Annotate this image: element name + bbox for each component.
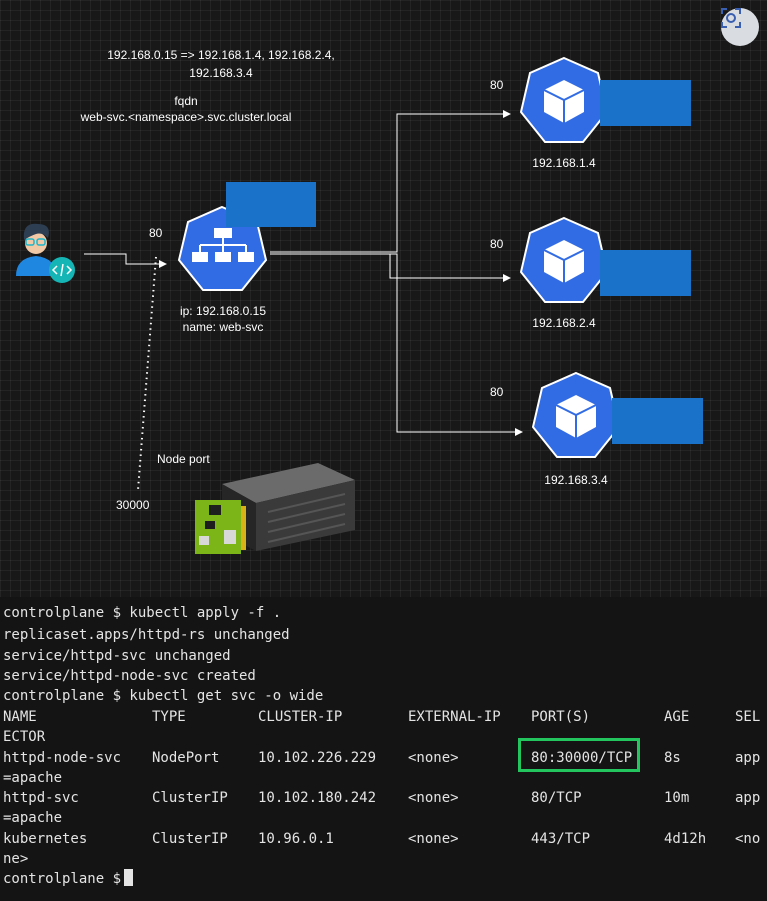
pod-label-box: [612, 398, 703, 444]
architecture-diagram: 192.168.0.15 => 192.168.1.4, 192.168.2.4…: [0, 0, 767, 597]
col-header-type: TYPE: [152, 709, 186, 725]
row-name: kubernetes: [3, 831, 88, 847]
col-header-wrap: ECTOR: [3, 729, 46, 745]
col-header-cluster-ip: CLUSTER-IP: [258, 709, 343, 725]
row-selector: app: [735, 750, 761, 766]
node-port-dotted-link: [137, 256, 157, 491]
row-selector: app: [735, 790, 761, 806]
col-header-external-ip: EXTERNAL-IP: [408, 709, 501, 725]
row-selector: <no: [735, 831, 761, 847]
network-card-icon: [195, 500, 246, 554]
col-header-ports: PORT(S): [531, 709, 591, 725]
pod-label-box: [600, 250, 691, 296]
col-header-age: AGE: [664, 709, 690, 725]
pod-icon: [519, 56, 609, 143]
connector-layer: [16, 56, 703, 554]
row-age: 8s: [664, 750, 681, 766]
row-name: httpd-svc: [3, 790, 79, 806]
terminal-line: controlplane $ kubectl get svc -o wide: [3, 688, 324, 704]
node-port-value: 30000: [116, 498, 150, 512]
row-age: 4d12h: [664, 831, 707, 847]
service-port-label: 80: [149, 226, 163, 240]
pod-icon: [531, 371, 621, 458]
row-external-ip: <none>: [408, 750, 459, 766]
terminal-prompt-line[interactable]: controlplane $: [3, 869, 134, 889]
service-name-label: name: web-svc: [182, 320, 264, 334]
node-port-label: Node port: [157, 452, 210, 466]
col-header-name: NAME: [3, 709, 37, 725]
row-type: ClusterIP: [152, 790, 228, 806]
terminal-line: replicaset.apps/httpd-rs unchanged: [3, 627, 290, 643]
pod-icon: [519, 216, 609, 303]
service-to-pod2-arrow: [270, 253, 511, 282]
visual-search-button[interactable]: [721, 8, 759, 46]
pod3-ip-label: 192.168.3.4: [544, 473, 608, 487]
row-external-ip: <none>: [408, 790, 459, 806]
dns-mapping-line2: 192.168.3.4: [189, 66, 253, 80]
pod2-port-label: 80: [490, 237, 504, 251]
row-selector-wrap: =apache: [3, 770, 63, 786]
row-external-ip: <none>: [408, 831, 459, 847]
service-to-pod3-arrow: [390, 253, 523, 436]
terminal-cursor: [124, 869, 134, 886]
row-ports: 443/TCP: [531, 831, 591, 847]
service-to-pod1-arrow: [270, 110, 511, 253]
fqdn-value: web-svc.<namespace>.svc.cluster.local: [80, 110, 292, 124]
col-header-selector: SEL: [735, 709, 761, 725]
terminal-line: service/httpd-node-svc created: [3, 668, 256, 684]
terminal-output: controlplane $ kubectl apply -f . replic…: [0, 597, 767, 901]
fqdn-label: fqdn: [174, 94, 198, 108]
row-cluster-ip: 10.96.0.1: [258, 831, 334, 847]
developer-to-service-arrow: [84, 253, 167, 268]
row-selector-wrap: ne>: [3, 851, 29, 867]
pod1-port-label: 80: [490, 78, 504, 92]
scan-icon: [721, 8, 741, 28]
row-type: NodePort: [152, 750, 220, 766]
row-cluster-ip: 10.102.226.229: [258, 750, 377, 766]
row-cluster-ip: 10.102.180.242: [258, 790, 377, 806]
pod-label-box: [600, 80, 691, 126]
terminal-prompt: controlplane $: [3, 871, 122, 887]
terminal-line: controlplane $ kubectl apply -f .: [3, 605, 282, 621]
row-type: ClusterIP: [152, 831, 228, 847]
row-age: 10m: [664, 790, 690, 806]
row-ports: 80:30000/TCP: [531, 750, 633, 766]
dns-mapping-line1: 192.168.0.15 => 192.168.1.4, 192.168.2.4…: [107, 48, 335, 62]
pod1-ip-label: 192.168.1.4: [532, 156, 596, 170]
service-ip-label: ip: 192.168.0.15: [179, 304, 267, 318]
developer-icon: [16, 223, 75, 283]
pod3-port-label: 80: [490, 385, 504, 399]
row-name: httpd-node-svc: [3, 750, 122, 766]
row-ports: 80/TCP: [531, 790, 582, 806]
service-icon: [177, 205, 268, 291]
node-port-highlight-box: [518, 738, 640, 772]
row-selector-wrap: =apache: [3, 810, 63, 826]
pod2-ip-label: 192.168.2.4: [532, 316, 596, 330]
service-label-box: [226, 182, 316, 227]
terminal-line: service/httpd-svc unchanged: [3, 648, 231, 664]
